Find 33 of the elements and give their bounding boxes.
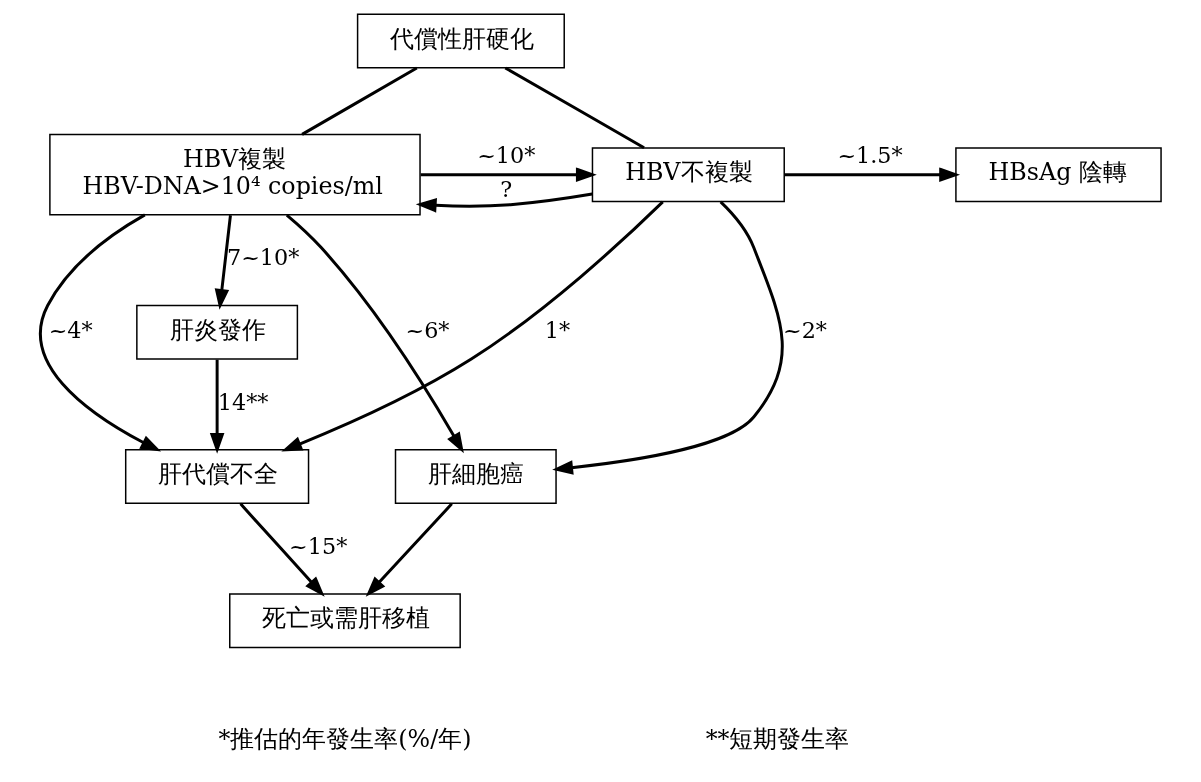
- arrow: [285, 213, 464, 454]
- arrow: [552, 200, 784, 475]
- node-box: 肝代償不全: [124, 448, 310, 504]
- node-box: HBV不複製: [591, 147, 785, 203]
- edge-label: 1*: [544, 316, 571, 343]
- edge-label: ?: [500, 176, 513, 203]
- edge-label: ~15*: [289, 532, 348, 559]
- edge-label: 14**: [217, 388, 269, 415]
- arrow: [239, 502, 325, 597]
- node-box: 肝細胞癌: [394, 448, 557, 504]
- edge-label: ~10*: [477, 141, 536, 168]
- edge-label: ~2*: [783, 316, 828, 343]
- edge-label: ~4*: [48, 316, 93, 343]
- label: *推估的年發生率(%/年): [218, 724, 472, 753]
- label: **短期發生率: [705, 724, 850, 753]
- node-box: HBsAg 陰轉: [955, 147, 1162, 203]
- arrow: [39, 213, 162, 452]
- connector: [301, 66, 418, 136]
- arrow: [365, 502, 453, 597]
- arrow: [281, 200, 664, 452]
- arrow: [784, 167, 961, 182]
- edge-label: ~1.5*: [837, 141, 903, 168]
- arrow: [214, 215, 232, 310]
- arrow: [209, 359, 225, 454]
- edge-label: 7~10*: [227, 244, 300, 271]
- connector: [504, 66, 645, 150]
- node-box: 肝炎發作: [136, 304, 299, 360]
- arrow: [420, 167, 597, 182]
- node-box: 代償性肝硬化: [356, 13, 565, 69]
- node-box: 死亡或需肝移植: [229, 593, 461, 649]
- edge-label: ~6*: [405, 316, 450, 343]
- node-box: HBV複製 HBV-DNA>10⁴ copies/ml: [49, 133, 421, 216]
- arrow: [415, 192, 593, 213]
